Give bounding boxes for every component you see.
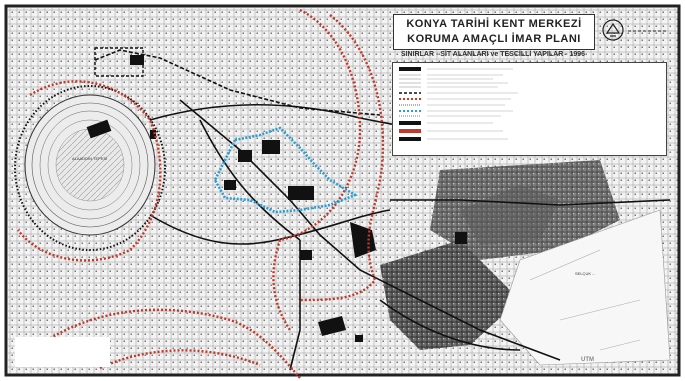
dense-block-east-inner [460, 185, 560, 245]
landmark-building [288, 186, 314, 200]
map-subtitle: SINIRLAR - SİT ALANLARI ve TESCİLLİ YAPI… [400, 51, 586, 58]
landmark-building [455, 232, 467, 244]
hill-boundary [14, 85, 166, 251]
protection-boundary [94, 49, 381, 116]
landmark-building [318, 316, 346, 336]
map-title-line1: KONYA TARİHİ KENT MERKEZİ [406, 18, 582, 30]
landmark-building [224, 180, 236, 190]
scale-note: UTM [581, 357, 594, 363]
core-site-boundary [213, 126, 358, 214]
open-area [499, 209, 671, 366]
building [86, 119, 112, 139]
landmark-building [355, 335, 363, 342]
blank-corner-panel [15, 337, 110, 367]
protection-boundary-box [94, 47, 144, 77]
legend-symbols [399, 67, 518, 141]
urban-site-boundary [17, 8, 385, 379]
building [150, 130, 156, 139]
area-label: SELÇUK ... [575, 271, 595, 276]
landmark-building [300, 250, 312, 260]
landmark-building [262, 140, 280, 154]
alaaddin-hill [24, 94, 156, 236]
map-border [4, 4, 681, 377]
map-legend [392, 62, 667, 156]
decorative-stripe-icon [628, 30, 668, 32]
map-title-box: KONYA TARİHİ KENT MERKEZİ KORUMA AMAÇLI … [393, 14, 595, 50]
district-label: ALAADDİN TEPESİ [72, 156, 107, 161]
municipality-emblem-icon [602, 19, 624, 41]
landmark-building [130, 55, 144, 65]
map-title-line2: KORUMA AMAÇLI İMAR PLANI [407, 33, 581, 45]
